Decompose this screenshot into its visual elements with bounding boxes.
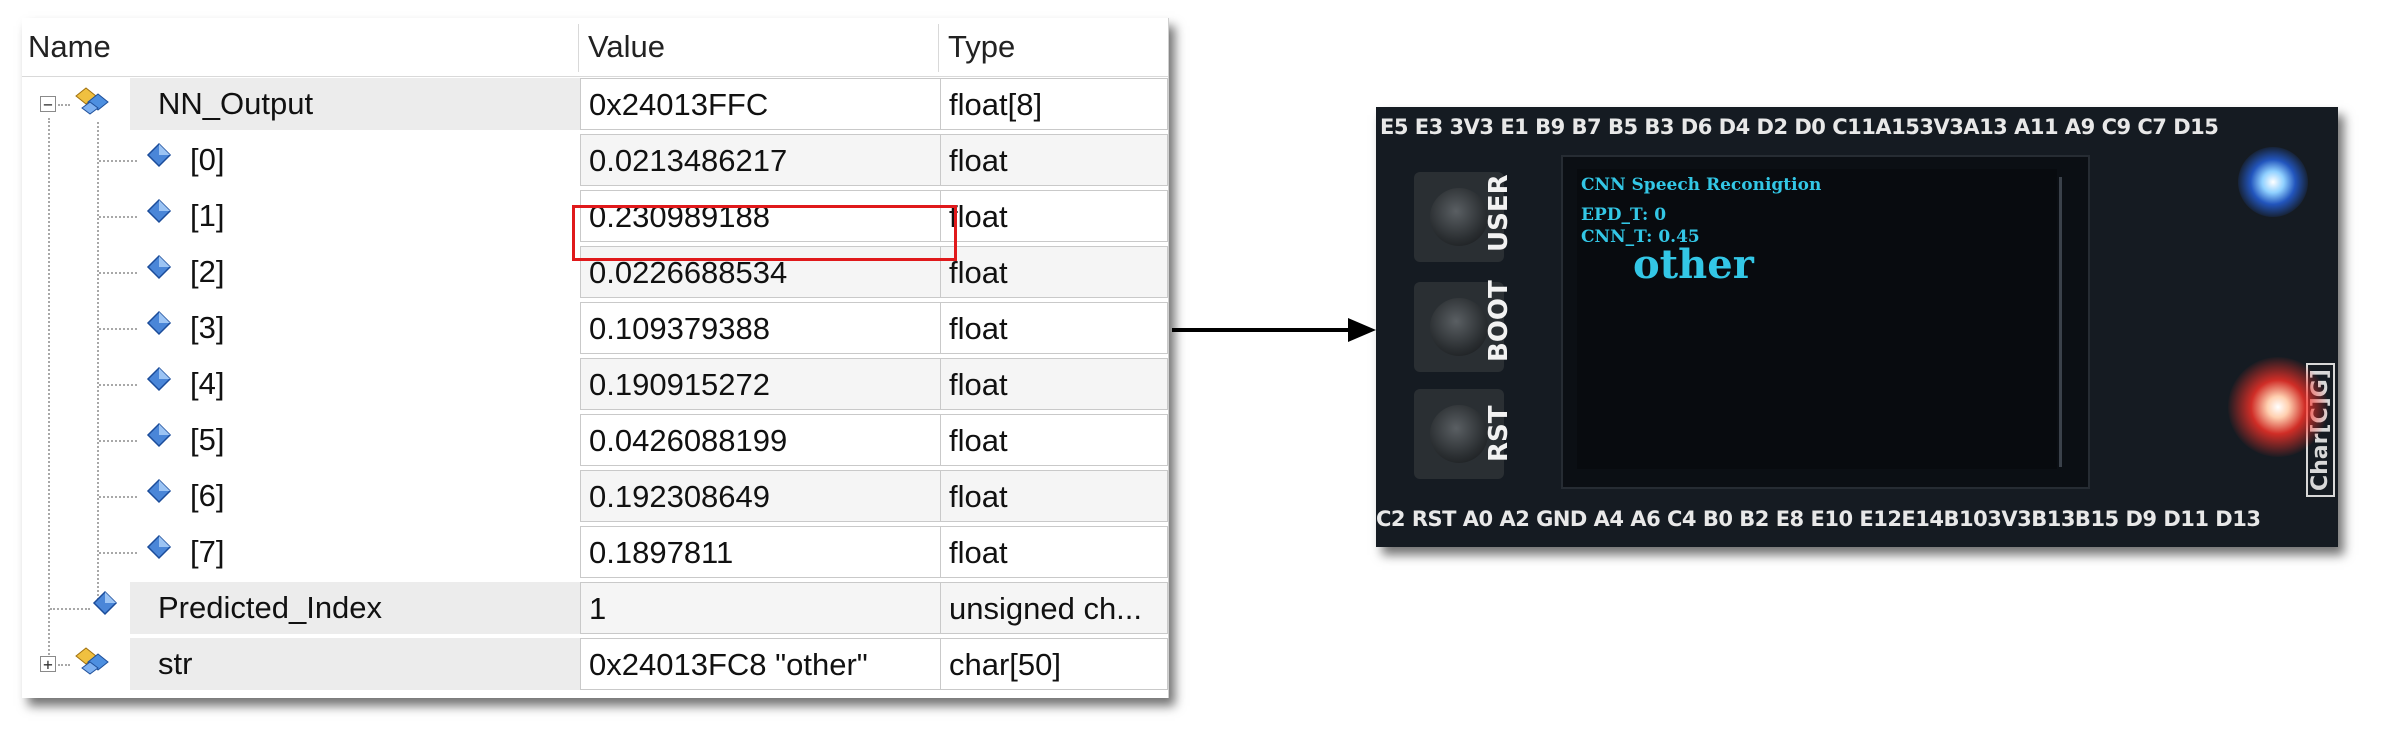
variable-type: float: [940, 526, 1168, 578]
tree-connector: [99, 384, 137, 386]
variable-icon: [146, 254, 172, 289]
column-header-type[interactable]: Type: [948, 29, 1016, 64]
tree-connector: [50, 608, 90, 610]
oled-result: other: [1633, 241, 1754, 288]
variable-value[interactable]: 0.0213486217: [580, 134, 948, 186]
variable-name: [1]: [190, 198, 225, 233]
variable-type: float: [940, 470, 1168, 522]
variable-value[interactable]: 1: [580, 582, 948, 634]
variable-value[interactable]: 0.190915272: [580, 358, 948, 410]
variable-value[interactable]: 0.0226688534: [580, 246, 948, 298]
blue-led: [2238, 147, 2308, 217]
variable-value[interactable]: 0x24013FFC: [580, 78, 948, 130]
variable-name: NN_Output: [130, 78, 595, 130]
collapse-icon[interactable]: −: [40, 96, 56, 113]
boot-label: BOOT: [1484, 280, 1514, 362]
tree-connector: [58, 104, 70, 106]
variable-name: [7]: [190, 534, 225, 569]
tree-guide-line: [48, 118, 50, 658]
tree-connector: [99, 160, 137, 162]
variable-icon: [146, 198, 172, 233]
variable-value[interactable]: 0.0426088199: [580, 414, 948, 466]
tree-connector: [99, 440, 137, 442]
highlighted-value-box: [572, 205, 957, 261]
variable-value[interactable]: 0.192308649: [580, 470, 948, 522]
dev-board-photo: E5 E3 3V3 E1 B9 B7 B5 B3 D6 D4 D2 D0 C11…: [1376, 107, 2338, 547]
variable-icon: [146, 422, 172, 457]
variable-name: [4]: [190, 366, 225, 401]
variable-name: [2]: [190, 254, 225, 289]
column-divider[interactable]: [938, 24, 939, 72]
variable-type: float[8]: [940, 78, 1168, 130]
variable-name: [0]: [190, 142, 225, 177]
variable-type: float: [940, 134, 1168, 186]
variable-icon: [146, 366, 172, 401]
oled-epd-line: EPD_T: 0: [1581, 205, 1667, 225]
variable-type: float: [940, 246, 1168, 298]
column-divider[interactable]: [578, 24, 579, 72]
tree-connector: [99, 216, 137, 218]
column-header-row: Name Value Type: [22, 18, 1168, 77]
tree-connector: [99, 328, 137, 330]
variable-icon: [92, 590, 118, 625]
variable-type: char[50]: [940, 638, 1168, 690]
rst-button: [1414, 389, 1504, 479]
column-header-value[interactable]: Value: [588, 29, 665, 64]
tree-connector: [99, 552, 137, 554]
top-pin-labels: E5 E3 3V3 E1 B9 B7 B5 B3 D6 D4 D2 D0 C11…: [1380, 115, 2219, 139]
tree-connector: [99, 272, 137, 274]
user-label: USER: [1484, 174, 1514, 252]
variable-icon: [146, 310, 172, 345]
variable-value[interactable]: 0.230989188: [580, 190, 948, 242]
oled-cnn-line: CNN_T: 0.45: [1581, 227, 1700, 247]
arrow-icon: [1172, 318, 1376, 342]
variable-name: [5]: [190, 422, 225, 457]
variable-value[interactable]: 0.109379388: [580, 302, 948, 354]
red-led: [2228, 357, 2328, 457]
variable-name: [3]: [190, 310, 225, 345]
variable-type: float: [940, 414, 1168, 466]
variable-icon: [146, 534, 172, 569]
variable-icon: [146, 478, 172, 513]
variable-name: [6]: [190, 478, 225, 513]
variable-type: float: [940, 190, 1168, 242]
structure-variable-icon: [72, 86, 112, 123]
variable-value[interactable]: 0x24013FC8 "other": [580, 638, 948, 690]
bottom-pin-labels: C2 RST A0 A2 GND A4 A6 C4 B0 B2 E8 E10 E…: [1376, 507, 2261, 531]
user-button: [1414, 172, 1504, 262]
expand-icon[interactable]: +: [40, 656, 56, 673]
boot-button: [1414, 282, 1504, 372]
variable-icon: [146, 142, 172, 177]
structure-variable-icon: [72, 646, 112, 683]
variable-type: float: [940, 358, 1168, 410]
rst-label: RST: [1484, 405, 1514, 462]
tree-guide-line: [97, 122, 99, 600]
variable-type: float: [940, 302, 1168, 354]
display-connector: [2059, 177, 2082, 467]
tree-connector: [99, 496, 137, 498]
oled-title: CNN Speech Reconigtion: [1581, 175, 1822, 195]
variable-type: unsigned ch...: [940, 582, 1168, 634]
oled-display: CNN Speech Reconigtion EPD_T: 0 CNN_T: 0…: [1561, 155, 2090, 489]
variable-name: str: [130, 638, 595, 690]
tree-connector: [58, 664, 70, 666]
column-header-name[interactable]: Name: [28, 29, 111, 64]
variable-name: Predicted_Index: [130, 582, 595, 634]
variable-value[interactable]: 0.1897811: [580, 526, 948, 578]
